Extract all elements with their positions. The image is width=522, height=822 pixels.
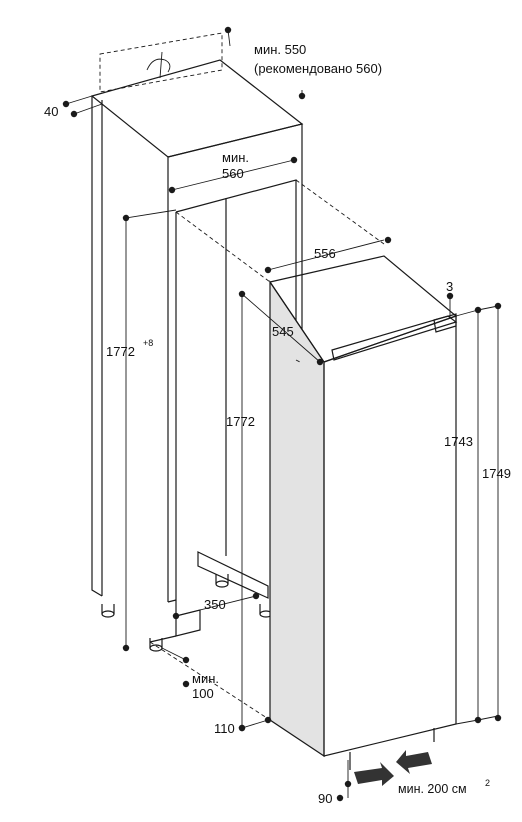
label-350: 350 [204,597,226,612]
label-90: 90 [318,791,332,806]
label-3: 3 [446,279,453,294]
label-1772-plus8: 1772 [106,344,135,359]
cabinet-niche [90,32,304,652]
label-min-bottom: мин. [192,671,219,686]
label-110: 110 [214,721,235,736]
label-545: 545 [272,324,294,339]
label-plus8-sup: +8 [143,338,153,348]
label-1772: 1772 [226,414,255,429]
label-560: 560 [222,166,244,181]
dimension-labels: мин. 550 (рекомендовано 560) 40 мин. 560… [44,42,511,806]
label-min-top: мин. [222,150,249,165]
label-ventilation-sup: 2 [485,778,490,788]
refrigerator [149,179,458,770]
label-40: 40 [44,104,58,119]
label-recommended-560: (рекомендовано 560) [254,61,382,76]
label-min-550: мин. 550 [254,42,306,57]
label-1743: 1743 [444,434,473,449]
label-1749: 1749 [482,466,511,481]
label-ventilation: мин. 200 см [398,782,467,796]
label-556: 556 [314,246,336,261]
dimensions [62,26,502,802]
label-100: 100 [192,686,214,701]
